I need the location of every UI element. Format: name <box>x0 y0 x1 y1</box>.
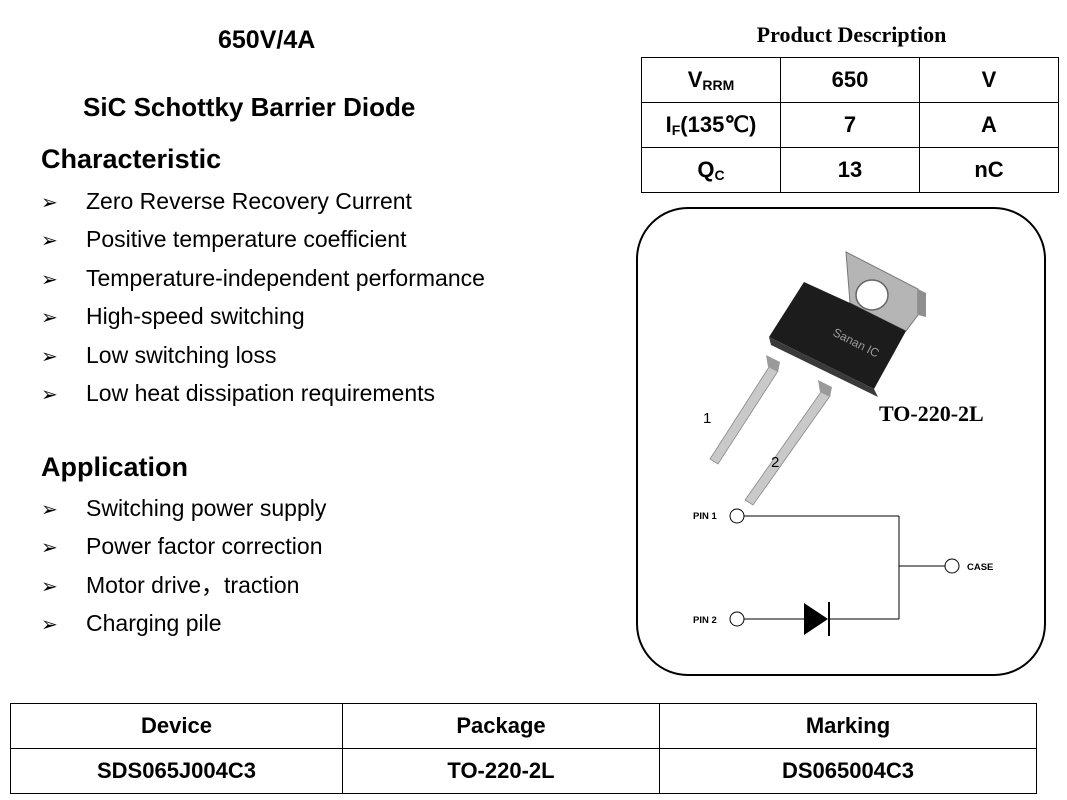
param-value: 13 <box>780 147 920 193</box>
application-list: ➢ Switching power supply ➢ Power factor co… <box>41 494 326 648</box>
column-header: Device <box>10 703 343 749</box>
product-description-table: VRRM 650 V IF(135℃) 7 A QC 13 nC <box>641 57 1059 193</box>
param-unit: A <box>919 102 1059 148</box>
list-item-text: Low switching loss <box>86 341 277 368</box>
list-item-text: Power factor correction <box>86 533 323 560</box>
table-cell: TO-220-2L <box>342 748 660 794</box>
arrow-bullet-icon: ➢ <box>41 381 58 406</box>
list-item-text: Charging pile <box>86 610 222 637</box>
param-unit: nC <box>919 147 1059 193</box>
table-cell: DS065004C3 <box>659 748 1037 794</box>
column-header: Package <box>342 703 660 749</box>
arrow-bullet-icon: ➢ <box>41 612 58 637</box>
lead-2-label: 2 <box>771 454 779 471</box>
param-value: 7 <box>780 102 920 148</box>
arrow-bullet-icon: ➢ <box>41 535 58 560</box>
arrow-bullet-icon: ➢ <box>41 497 58 521</box>
application-heading: Application <box>41 452 188 482</box>
list-item: ➢ High-speed switching <box>41 302 485 340</box>
list-item: ➢ Low heat dissipation requirements <box>41 379 485 417</box>
package-panel <box>636 207 1046 676</box>
arrow-bullet-icon: ➢ <box>41 573 58 598</box>
diode-symbol-icon <box>804 602 830 636</box>
table-row: IF(135℃) 7 A <box>641 102 1059 148</box>
product-description-title: Product Description <box>756 22 947 47</box>
table-row: VRRM 650 V <box>641 57 1059 103</box>
device-table: Device Package Marking SDS065J004C3 TO-2… <box>10 703 1037 794</box>
list-item: ➢ Motor drive，traction <box>41 571 326 609</box>
list-item: ➢ Power factor correction <box>41 532 326 570</box>
param-value: 650 <box>780 57 920 103</box>
arrow-bullet-icon: ➢ <box>41 305 58 330</box>
arrow-bullet-icon: ➢ <box>41 228 58 253</box>
to220-package-icon <box>709 251 926 506</box>
list-item: ➢ Low switching loss <box>41 341 485 379</box>
rating-title: 650V/4A <box>218 26 316 54</box>
list-item-text: High-speed switching <box>86 303 305 330</box>
column-header: Marking <box>659 703 1037 749</box>
list-item-text: Temperature-independent performance <box>86 264 485 291</box>
package-illustration: Sanan IC 1 2 TO-220-2L PIN 1 PIN 2 CASE <box>693 251 993 636</box>
pin1-label: PIN 1 <box>693 511 717 522</box>
list-item-text: Zero Reverse Recovery Current <box>86 188 412 214</box>
list-item: ➢ Positive temperature coefficient <box>41 225 485 263</box>
table-header-row: Device Package Marking <box>10 703 1037 749</box>
arrow-bullet-icon: ➢ <box>41 343 58 368</box>
characteristic-list: ➢ Zero Reverse Recovery Current ➢ Positive… <box>41 187 485 417</box>
list-item-text: Positive temperature coefficient <box>86 226 407 253</box>
table-row: QC 13 nC <box>641 147 1059 193</box>
arrow-bullet-icon: ➢ <box>41 190 58 214</box>
param-unit: V <box>919 57 1059 103</box>
list-item-text: Motor drive，traction <box>86 571 300 598</box>
pin2-label: PIN 2 <box>693 615 717 626</box>
case-label: CASE <box>967 562 993 573</box>
table-row: SDS065J004C3 TO-220-2L DS065004C3 <box>10 748 1037 794</box>
list-item: ➢ Zero Reverse Recovery Current <box>41 187 485 225</box>
arrow-bullet-icon: ➢ <box>41 266 58 291</box>
param-symbol: VRRM <box>641 57 781 103</box>
param-symbol: IF(135℃) <box>641 102 781 148</box>
list-item-text: Low heat dissipation requirements <box>86 379 436 406</box>
pin-schematic <box>729 508 960 627</box>
package-name-label: TO-220-2L <box>879 401 984 426</box>
param-symbol: QC <box>641 147 781 193</box>
characteristic-heading: Characteristic <box>41 144 222 174</box>
device-type-title: SiC Schottky Barrier Diode <box>83 92 416 122</box>
lead-1-label: 1 <box>703 410 711 427</box>
list-item: ➢ Charging pile <box>41 609 326 647</box>
list-item-text: Switching power supply <box>86 495 327 521</box>
list-item: ➢ Temperature-independent performance <box>41 264 485 302</box>
table-cell: SDS065J004C3 <box>10 748 343 794</box>
list-item: ➢ Switching power supply <box>41 494 326 532</box>
